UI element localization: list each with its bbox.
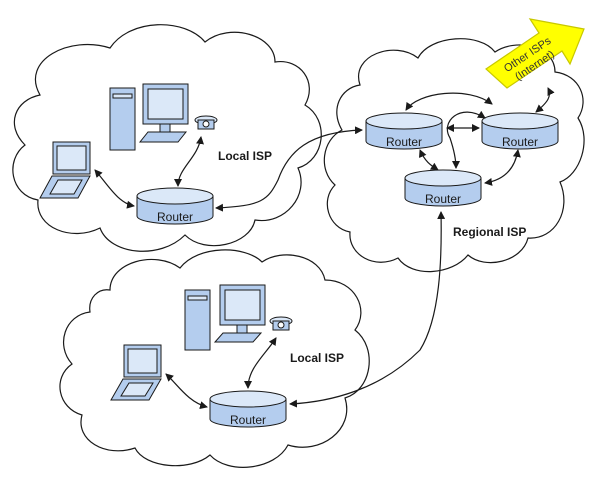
link-phone-router-bottom [244,337,277,389]
local-isp-label-top: Local ISP [218,149,272,163]
router-label: Router [157,210,193,224]
desktop-computer-icon [184,284,266,351]
link-laptop-router-bottom [165,373,208,410]
router-label: Router [502,135,538,149]
router-local-bottom: Router [209,390,287,428]
laptop-icon [110,344,162,401]
local-isp-label-bottom: Local ISP [290,351,344,365]
telephone-icon [269,316,293,331]
link-phone-router [174,136,204,187]
links [94,87,555,410]
link-regional-right-bottom-inner [446,110,486,169]
router-regional-right: Router [481,112,559,150]
router-label: Router [386,135,422,149]
link-regional-left-bottom [419,149,439,171]
link-regional-right-loop [535,87,555,113]
laptop-icon [39,141,91,199]
link-local-bottom-regional [289,211,446,408]
router-regional-left: Router [365,112,443,150]
router-label: Router [425,192,461,206]
link-regional-bottom-right [484,149,521,186]
router-label: Router [230,413,266,427]
router-local-top: Router [136,187,214,225]
link-local-top-regional [215,126,363,212]
regional-isp-label: Regional ISP [453,225,526,239]
link-regional-left-loop [405,92,493,111]
desktop-computer-icon [109,83,189,151]
router-regional-bottom: Router [404,169,482,207]
link-laptop-router [94,169,135,209]
telephone-icon [194,115,218,130]
